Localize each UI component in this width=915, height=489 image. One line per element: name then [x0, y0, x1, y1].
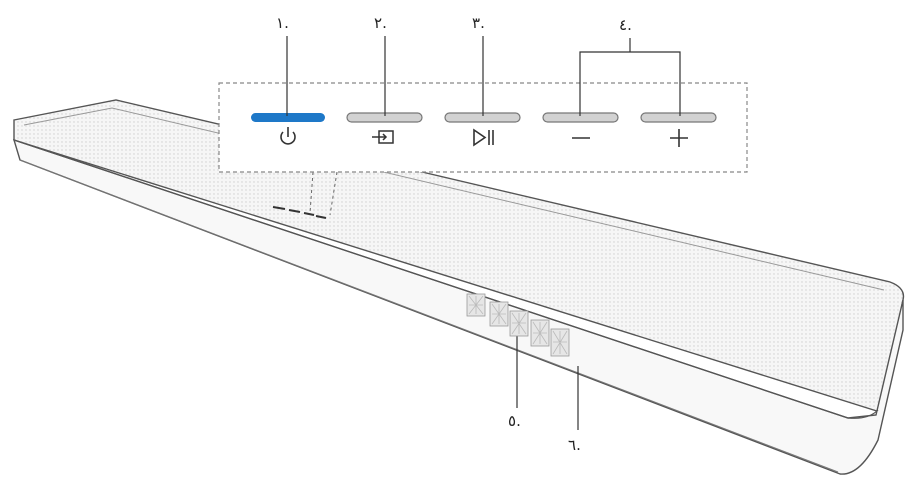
callout-1: .١: [276, 14, 289, 32]
plus-icon: [670, 129, 688, 147]
callout-6: .٦: [568, 436, 581, 454]
display-digit: [530, 319, 550, 347]
callout-3: .٣: [472, 14, 485, 32]
soundbar-body: [12, 99, 905, 475]
callout-2: .٢: [374, 14, 387, 32]
callout-4: .٤: [619, 16, 632, 34]
display-digit: [509, 310, 529, 337]
power-icon: [280, 127, 296, 145]
leader-lines: [286, 36, 681, 430]
soundbar-front-edge: [12, 138, 904, 475]
display-digit: [550, 328, 570, 357]
power-button[interactable]: [251, 113, 325, 122]
source-input-icon: [372, 130, 394, 144]
display-digit: [489, 301, 509, 327]
display-digit: [466, 293, 486, 317]
top-button-strip: [272, 206, 327, 219]
play-pause-icon: [473, 128, 494, 147]
volume-up-button[interactable]: [640, 112, 717, 123]
callout-5: .٥: [508, 412, 521, 430]
front-display: [466, 293, 570, 357]
